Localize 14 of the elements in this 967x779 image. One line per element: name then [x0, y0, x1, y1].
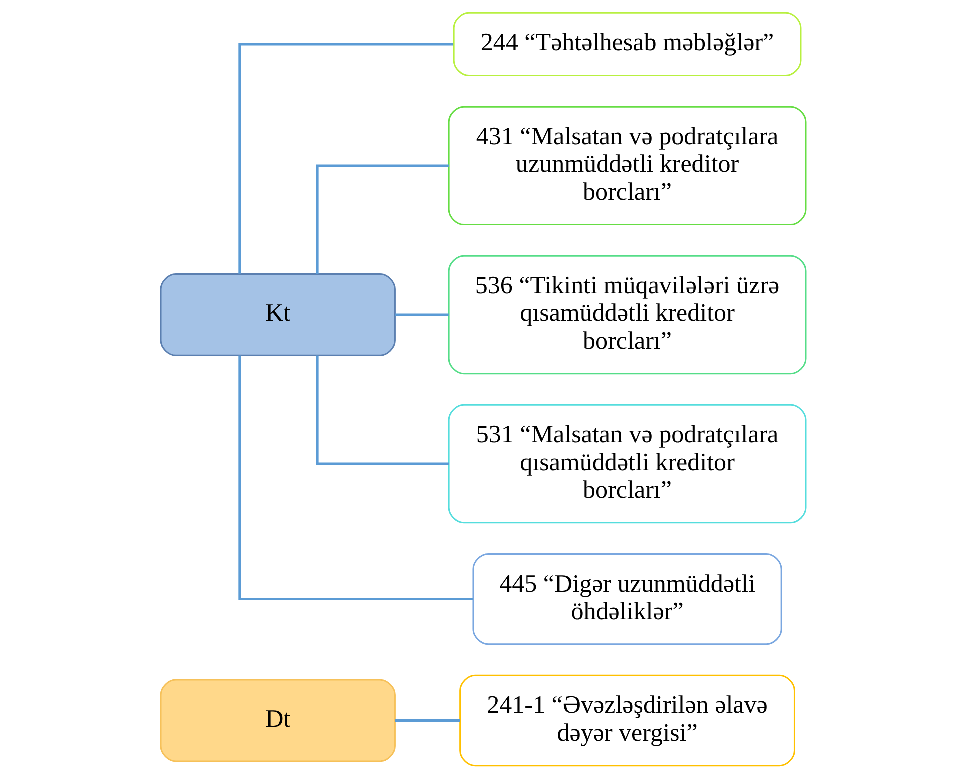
connector [316, 164, 449, 274]
node-box: 531 “Malsatan və podratçılara qısamüddətli kreditor borcları” [448, 404, 807, 524]
node-box: Dt [160, 679, 396, 762]
node-box: 536 “Tikinti müqavilələri üzrə qısamüddətli kreditor borcları” [448, 255, 807, 375]
connector [395, 314, 449, 316]
connector [238, 356, 474, 601]
node-box: 431 “Malsatan və podratçılara uzunmüddətli kreditor borcları” [448, 106, 807, 226]
connector [316, 356, 449, 466]
node-box: Kt [160, 274, 396, 356]
connector [238, 43, 454, 274]
node-box: 241-1 “Əvəzləşdirilən əlavə dəyər vergisi” [460, 674, 796, 767]
node-box: 244 “Təhtəlhesab məbləğlər” [453, 12, 802, 77]
node-box: 445 “Digər uzunmüddətli öhdəliklər” [472, 553, 782, 646]
connector [395, 720, 460, 722]
